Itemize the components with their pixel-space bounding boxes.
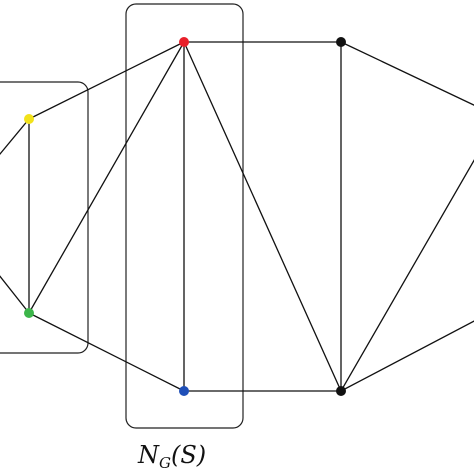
edge-green-red xyxy=(28,41,185,314)
edge-yellow-red xyxy=(28,41,185,120)
node-green xyxy=(24,308,34,318)
label-main: N xyxy=(137,441,160,469)
node-top-black xyxy=(336,37,346,47)
edge-bottom-black-offscreen-lower xyxy=(340,320,474,392)
neighborhood-box xyxy=(125,3,244,429)
label-subscript: G xyxy=(159,454,171,472)
edges xyxy=(0,41,474,392)
set-s-box xyxy=(0,81,89,354)
edge-red-bottom-black xyxy=(183,41,342,392)
node-red xyxy=(179,37,189,47)
label-argument: (S) xyxy=(171,441,206,469)
edge-bottom-black-offscreen-upper xyxy=(340,159,474,392)
edge-green-blue xyxy=(28,312,185,392)
neighborhood-label: NG(S) xyxy=(137,441,206,472)
node-bottom-black xyxy=(336,386,346,396)
nodes xyxy=(24,37,346,396)
edge-green-offscreen xyxy=(0,275,30,314)
edge-top-black-offscreen xyxy=(340,41,474,106)
node-yellow xyxy=(24,114,34,124)
edge-yellow-offscreen xyxy=(0,118,30,155)
node-blue xyxy=(179,386,189,396)
